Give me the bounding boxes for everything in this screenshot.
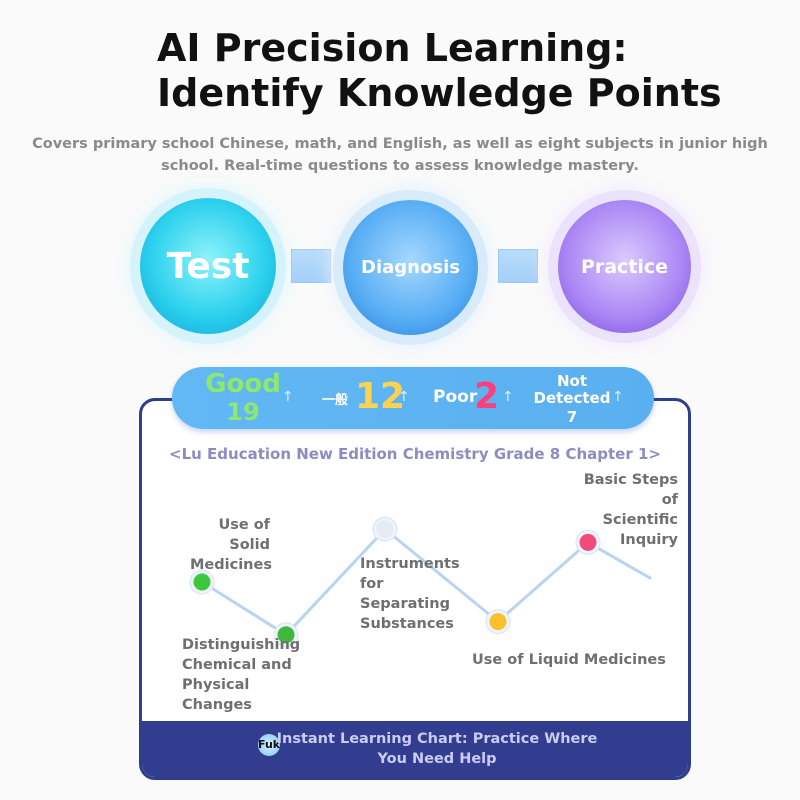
good-label: Good bbox=[205, 369, 281, 399]
step-test-label: Test bbox=[166, 245, 250, 287]
step-diagnosis-label: Diagnosis bbox=[361, 257, 460, 278]
chapter-title: <Lu Education New Edition Chemistry Grad… bbox=[169, 445, 661, 463]
badge-icon: Fuk bbox=[258, 734, 280, 756]
arrow-up-icon: ↑ bbox=[502, 389, 514, 405]
step-practice-label: Practice bbox=[580, 255, 669, 278]
knowledge-point-node[interactable] bbox=[579, 533, 597, 551]
step-test[interactable]: Test bbox=[140, 198, 276, 334]
arrow-up-icon: ↑ bbox=[282, 389, 294, 405]
footer-banner[interactable]: Fuk Instant Learning Chart: Practice Whe… bbox=[142, 721, 688, 777]
average-count: 12 bbox=[355, 376, 406, 417]
page-title: AI Precision Learning: Identify Knowledg… bbox=[157, 26, 722, 115]
poor-count: 2 bbox=[474, 376, 500, 417]
good-count: 19 bbox=[226, 398, 260, 426]
knowledge-point-label: Use of Solid Medicines bbox=[190, 517, 272, 573]
knowledge-point-node[interactable] bbox=[489, 613, 507, 631]
knowledge-point-node[interactable] bbox=[376, 520, 394, 538]
knowledge-point-label: Use of Liquid Medicines bbox=[472, 652, 666, 668]
step-connector-1 bbox=[291, 249, 331, 283]
page-subtitle: Covers primary school Chinese, math, and… bbox=[32, 136, 768, 174]
footer-text: Instant Learning Chart: Practice Where Y… bbox=[276, 731, 598, 767]
poor-label: Poor bbox=[433, 387, 478, 407]
step-connector-2 bbox=[498, 249, 538, 283]
not-detected-count: 7 bbox=[566, 408, 578, 426]
knowledge-point-node[interactable] bbox=[193, 573, 211, 591]
step-diagnosis[interactable]: Diagnosis bbox=[343, 200, 478, 335]
mastery-summary-bar: Good 19 ↑ 一般 12 ↑ Poor 2 ↑ Not Detected … bbox=[172, 367, 654, 429]
step-practice[interactable]: Practice bbox=[558, 200, 691, 333]
average-label: 一般 bbox=[322, 393, 349, 408]
knowledge-point-chart bbox=[189, 516, 652, 648]
arrow-up-icon: ↑ bbox=[398, 389, 410, 405]
knowledge-point-label: Basic Steps of Scientific Inquiry bbox=[583, 472, 678, 548]
knowledge-point-node[interactable] bbox=[277, 626, 295, 644]
knowledge-map-card: <Lu Education New Edition Chemistry Grad… bbox=[139, 398, 691, 780]
knowledge-point-label: Instruments for Separating Substances bbox=[360, 556, 460, 632]
knowledge-point-label: Distinguishing Chemical and Physical Cha… bbox=[182, 637, 301, 713]
not-detected-label: Not Detected bbox=[533, 372, 611, 407]
arrow-up-icon: ↑ bbox=[612, 389, 624, 405]
